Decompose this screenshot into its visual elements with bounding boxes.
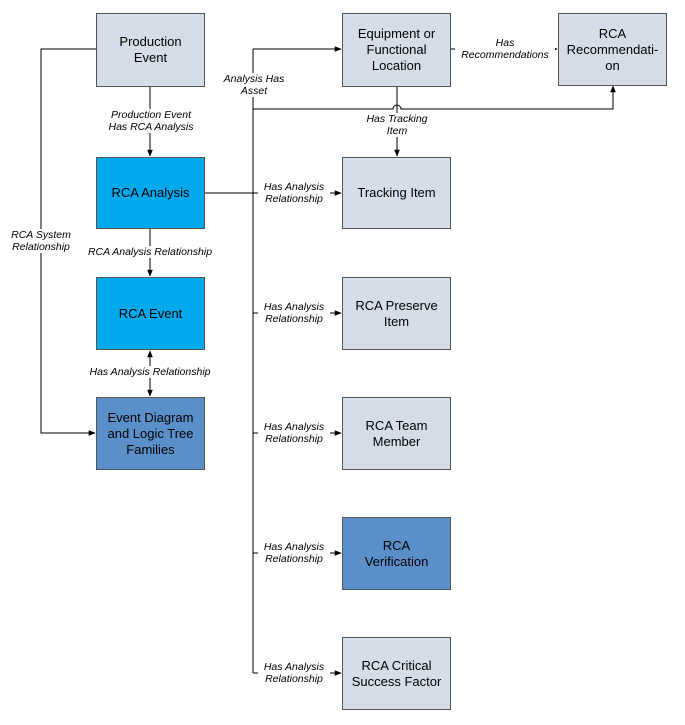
node-label: Item bbox=[383, 313, 410, 329]
label-line: Item bbox=[386, 125, 408, 137]
node-label: RCA Event bbox=[118, 305, 183, 321]
label-line: Asset bbox=[240, 85, 268, 97]
node-label: Families bbox=[126, 441, 175, 457]
label-line: RCA System bbox=[11, 229, 71, 241]
label-line: Has Analysis bbox=[263, 541, 325, 553]
label-line: Relationship bbox=[12, 241, 70, 253]
node-label: RCA Preserve bbox=[355, 297, 438, 313]
node-label: RCA bbox=[598, 25, 627, 41]
label-line: Production Event bbox=[111, 109, 191, 121]
node-label: Location bbox=[371, 58, 422, 73]
node-label: RCA Critical bbox=[361, 657, 432, 673]
node-label: and Logic Tree bbox=[107, 425, 194, 441]
node-label: RCA Team bbox=[365, 417, 428, 433]
label-line: Analysis Has bbox=[223, 73, 285, 85]
node-label: Verification bbox=[364, 553, 429, 569]
label-line: Has Analysis bbox=[263, 661, 325, 673]
label-line: Has Analysis Relationship bbox=[89, 366, 211, 378]
node-label: Event bbox=[133, 50, 168, 65]
label-line: Has bbox=[495, 37, 515, 49]
label-line: RCA Analysis Relationship bbox=[87, 246, 213, 258]
label-has-analysis-relationship-event: Has Analysis Relationship bbox=[80, 366, 220, 378]
label-line: Has Tracking bbox=[366, 113, 428, 125]
node-rca-event: RCA Event bbox=[96, 277, 205, 350]
label-line: Relationship bbox=[265, 433, 323, 445]
label-line: Has Analysis bbox=[263, 301, 325, 313]
label-line: Relationship bbox=[265, 313, 323, 325]
edge-trunk-to-recommendation bbox=[253, 85, 616, 110]
label-line: Has RCA Analysis bbox=[108, 121, 194, 133]
node-label: Equipment or bbox=[357, 26, 436, 41]
node-label: Success Factor bbox=[351, 673, 442, 689]
label-rca-analysis-relationship: RCA Analysis Relationship bbox=[80, 246, 220, 258]
node-label: Recommendati- bbox=[566, 41, 659, 57]
node-label: Functional bbox=[366, 42, 427, 57]
node-label: Production bbox=[119, 34, 182, 49]
node-tracking-item: Tracking Item bbox=[342, 157, 451, 229]
label-line: Has Analysis bbox=[263, 181, 325, 193]
node-label: Tracking Item bbox=[357, 185, 436, 200]
node-rca-analysis: RCA Analysis bbox=[96, 157, 205, 229]
label-line: Has Analysis bbox=[263, 421, 325, 433]
label-line: Recommendations bbox=[461, 49, 549, 61]
label-line: Relationship bbox=[265, 673, 323, 685]
node-label: RCA Analysis bbox=[111, 185, 190, 200]
label-line: Relationship bbox=[265, 553, 323, 565]
node-label: Event Diagram bbox=[107, 409, 194, 425]
node-label: RCA bbox=[382, 537, 411, 553]
node-label: Member bbox=[372, 433, 421, 449]
node-label: on bbox=[605, 57, 620, 73]
label-line: Relationship bbox=[265, 193, 323, 205]
